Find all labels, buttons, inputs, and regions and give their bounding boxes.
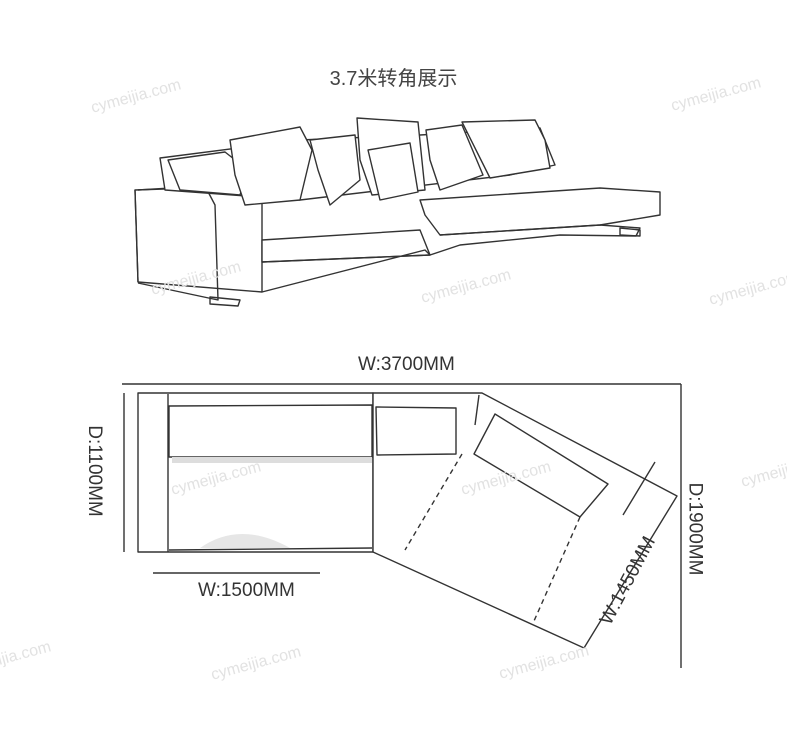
diagram-title: 3.7米转角展示 bbox=[329, 68, 458, 90]
sofa-perspective-sketch bbox=[134, 117, 661, 307]
right-depth-label: D:1900MM bbox=[684, 482, 706, 576]
total-width-label: W:3700MM bbox=[358, 354, 455, 375]
plan-corner-section bbox=[372, 392, 678, 649]
left-depth-label: D:1100MM bbox=[83, 425, 105, 517]
left-width-label: W:1500MM bbox=[198, 580, 295, 601]
